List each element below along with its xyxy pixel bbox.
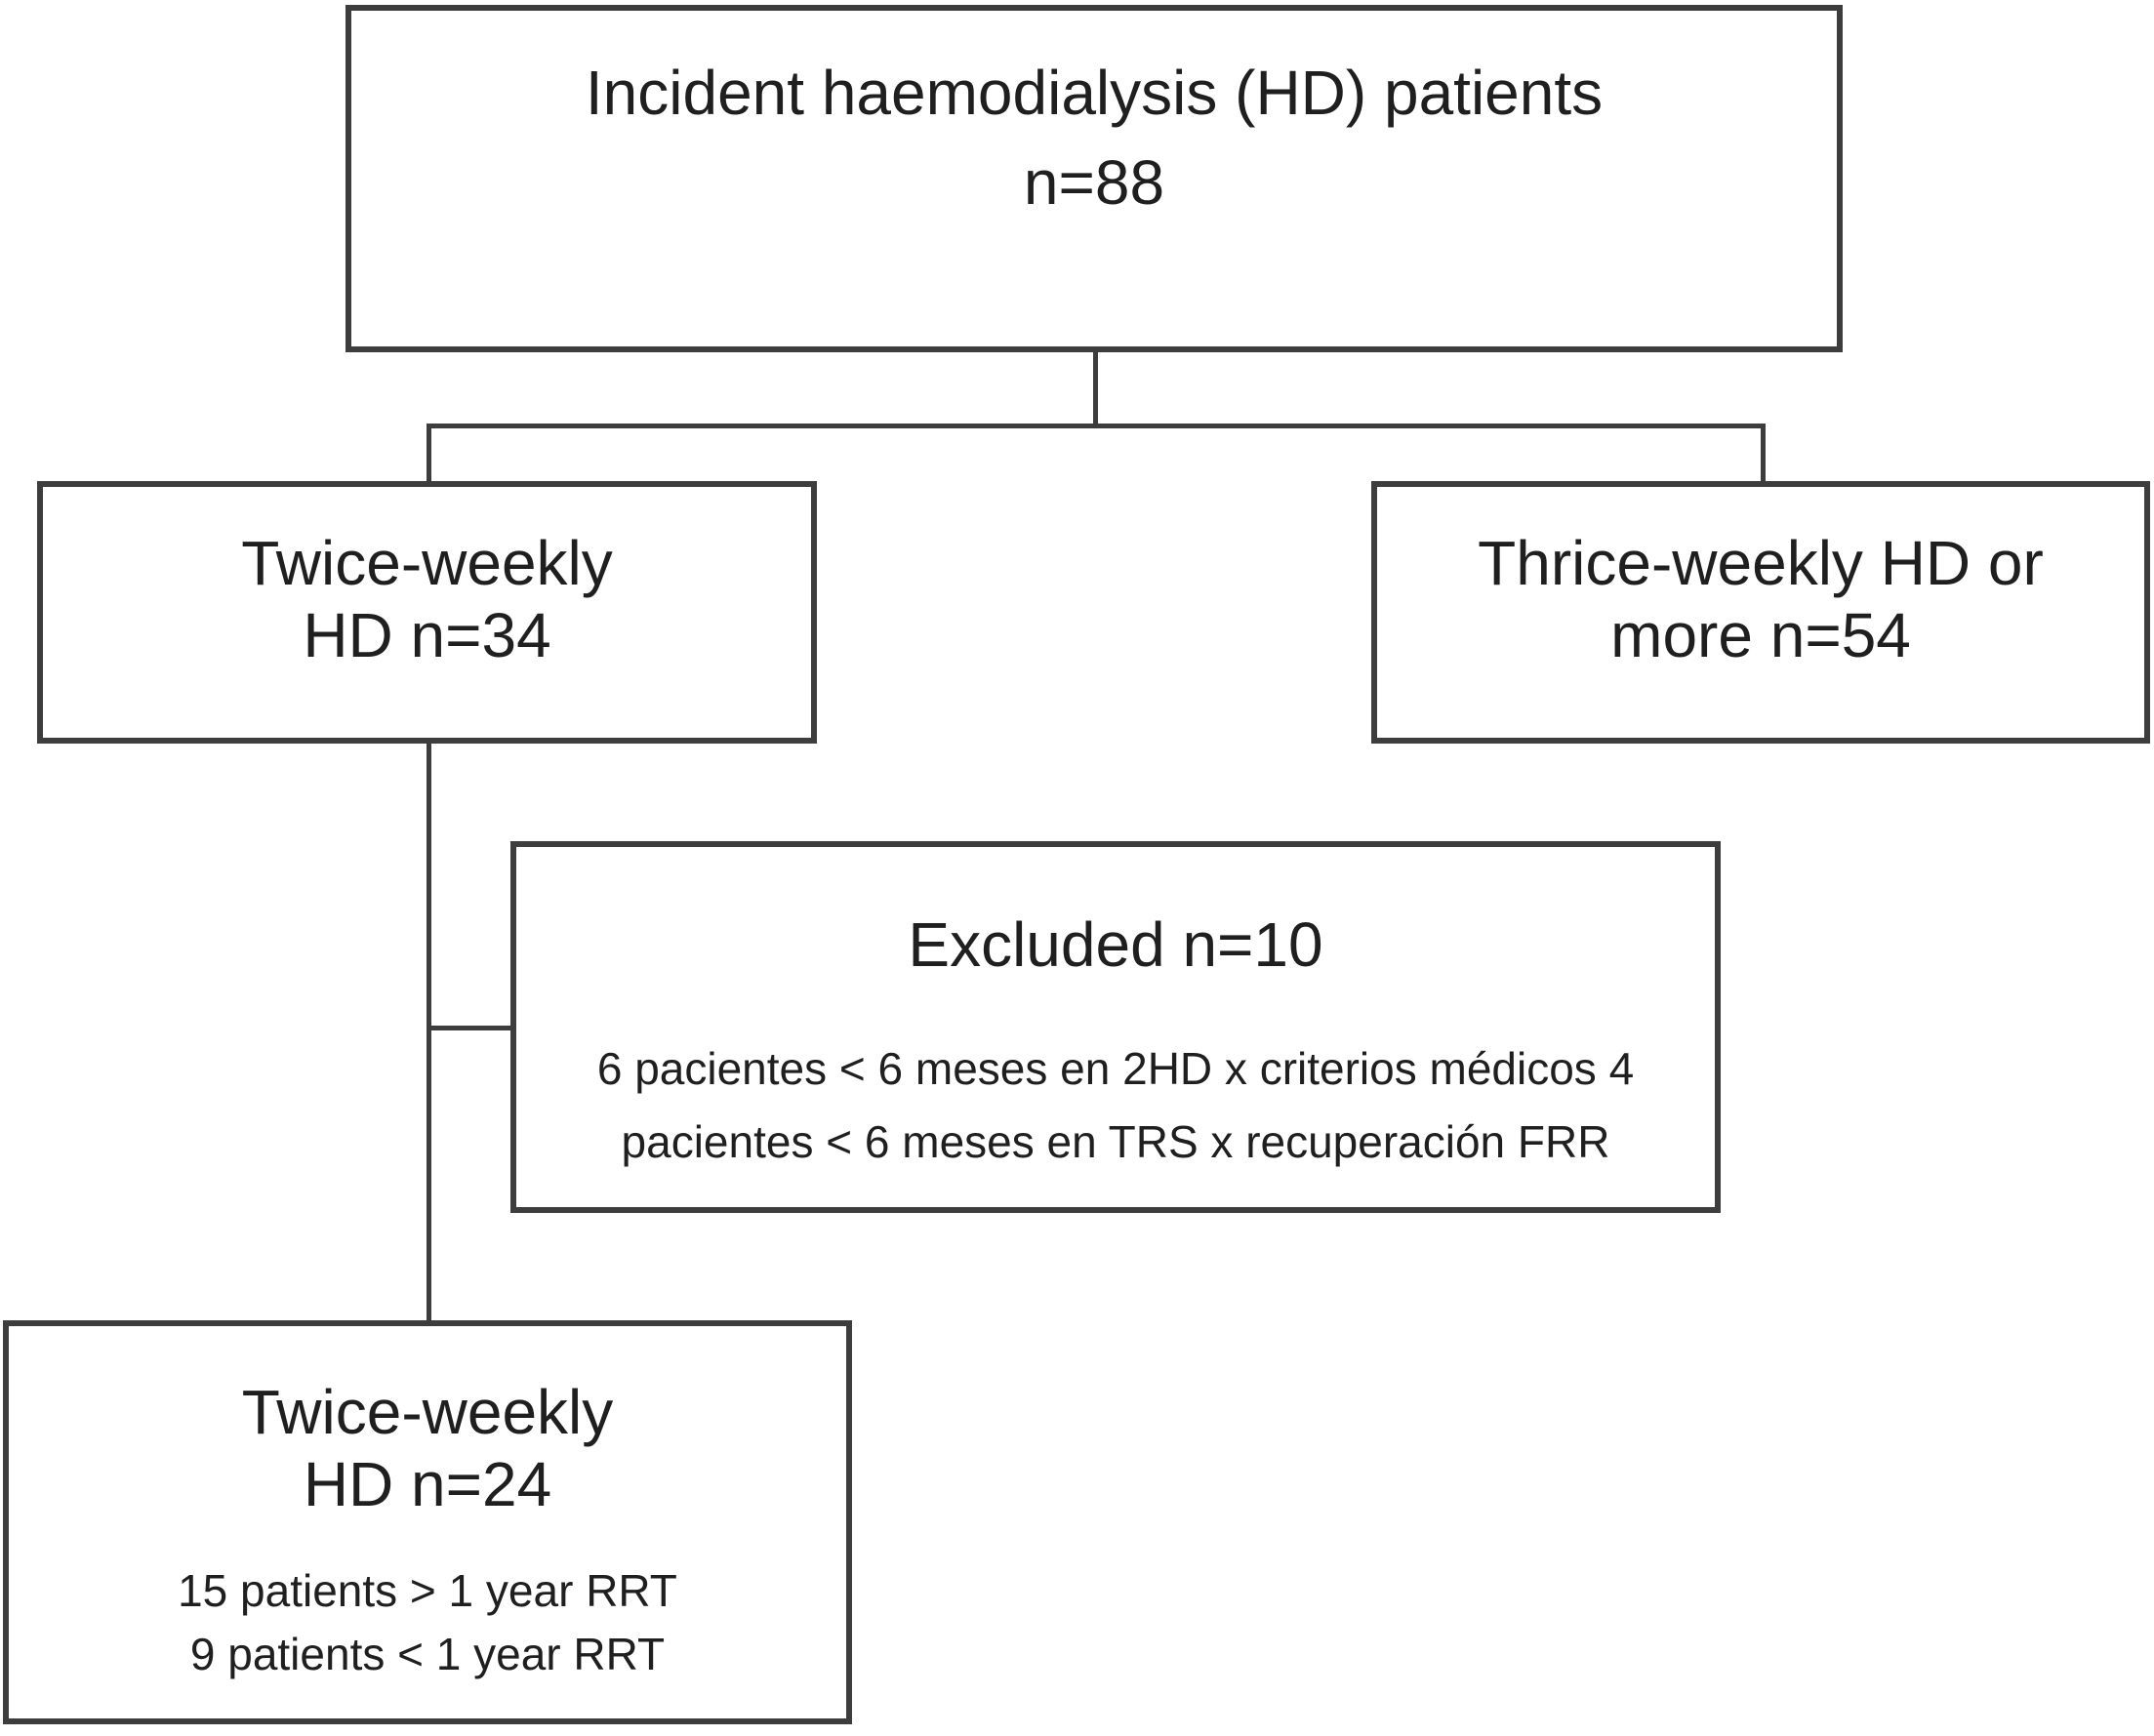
final-box-details: 15 patients > 1 year RRT 9 patients < 1 … xyxy=(9,1559,846,1686)
box-thrice-weekly-hd-54: Thrice-weekly HD or more n=54 xyxy=(1371,481,2150,744)
connector-excluded-stub xyxy=(427,1026,510,1030)
excluded-body-line1: 6 pacientes < 6 meses en 2HD x criterios… xyxy=(596,1042,1635,1094)
final-box-line2: HD n=24 xyxy=(303,1448,552,1519)
left-box-line1: Twice-weekly xyxy=(241,528,613,598)
connector-root-vertical xyxy=(1093,352,1098,427)
excluded-body-line2: pacientes < 6 meses en TRS x recuperació… xyxy=(621,1115,1610,1167)
connector-left-to-final-vertical xyxy=(427,744,431,1320)
box-incident-hd-patients: Incident haemodialysis (HD) patients n=8… xyxy=(345,5,1843,352)
excluded-body: 6 pacientes < 6 meses en 2HD x criterios… xyxy=(516,1032,1715,1179)
connector-left-branch-vertical xyxy=(427,424,431,481)
connector-right-branch-vertical xyxy=(1761,424,1766,481)
right-box-line1: Thrice-weekly HD or xyxy=(1478,528,2044,598)
final-detail2: 9 patients < 1 year RRT xyxy=(189,1629,666,1680)
box-twice-weekly-hd-24: Twice-weekly HD n=24 15 patients > 1 yea… xyxy=(3,1320,852,1724)
final-detail1: 15 patients > 1 year RRT xyxy=(178,1565,677,1617)
box-twice-weekly-hd-34: Twice-weekly HD n=34 xyxy=(37,481,817,744)
excluded-title: Excluded n=10 xyxy=(908,909,1323,980)
root-n-label: n=88 xyxy=(1023,146,1165,218)
box-excluded-10: Excluded n=10 6 pacientes < 6 meses en 2… xyxy=(510,841,1721,1213)
left-box-line2: HD n=34 xyxy=(303,599,551,670)
final-box-line1: Twice-weekly xyxy=(241,1377,614,1447)
connector-branch-horizontal xyxy=(427,424,1766,428)
root-title: Incident haemodialysis (HD) patients xyxy=(585,58,1604,128)
right-box-line2: more n=54 xyxy=(1610,599,1911,670)
